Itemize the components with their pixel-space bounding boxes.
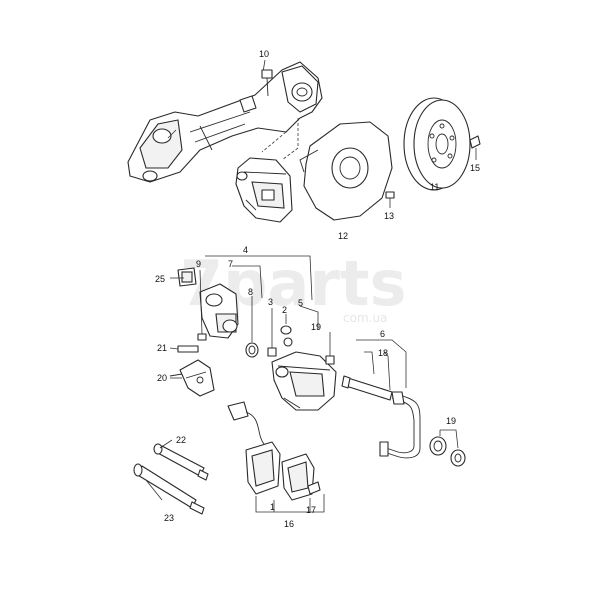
guide-bushing-2	[450, 449, 466, 467]
watermark-domain: com.ua	[343, 311, 387, 325]
brake-splash-shield	[299, 121, 393, 221]
callout-12: 12	[338, 231, 348, 241]
callout-18: 18	[378, 348, 388, 358]
pad-retaining-spring	[307, 481, 321, 495]
callout-13: 13	[384, 211, 394, 221]
callout-9: 9	[196, 259, 201, 269]
callout-4: 4	[243, 245, 248, 255]
callout-17: 17	[306, 505, 316, 515]
bleeder-valve	[267, 347, 277, 357]
callout-10: 10	[259, 49, 269, 59]
callout-7: 7	[228, 259, 233, 269]
callout-23: 23	[164, 513, 174, 523]
callout-19-upper: 19	[311, 322, 321, 332]
guide-pin	[341, 375, 393, 401]
callout-2: 2	[282, 305, 287, 315]
group-bracket-19	[439, 429, 459, 449]
group-bracket-6	[356, 339, 407, 388]
caliper-top	[235, 157, 293, 223]
dust-cap	[280, 325, 292, 335]
group-bracket-4	[205, 255, 313, 301]
brake-pad-left	[245, 441, 281, 495]
brake-disc	[403, 97, 471, 191]
callout-25: 25	[155, 274, 165, 284]
holder-bolt	[177, 345, 199, 353]
callout-11: 11	[430, 182, 439, 192]
shield-bolt	[385, 191, 395, 199]
guide-bushing-1	[429, 436, 447, 456]
cable-bracket	[169, 359, 215, 397]
motor-bolt	[197, 333, 207, 341]
disc-screw	[469, 135, 481, 149]
seal-ring	[245, 342, 259, 358]
parking-brake-motor	[199, 283, 239, 339]
callout-20: 20	[157, 373, 167, 383]
caliper-housing	[271, 351, 337, 411]
callout-22: 22	[176, 435, 186, 445]
assembly-guide-line	[281, 118, 299, 161]
grease-tube-23	[133, 463, 205, 515]
guide-bolt	[325, 355, 335, 365]
callout-1: 1	[270, 502, 275, 512]
assembly-guide-line	[261, 131, 287, 153]
callout-19-lower: 19	[446, 416, 456, 426]
callout-3: 3	[268, 297, 273, 307]
brake-pad-right	[281, 453, 315, 501]
callout-16: 16	[284, 519, 294, 529]
callout-15: 15	[470, 163, 480, 173]
callout-21: 21	[157, 343, 167, 353]
group-bracket-16	[255, 494, 325, 513]
wear-sensor-cap	[177, 267, 197, 287]
callout-5: 5	[298, 298, 303, 308]
callout-8: 8	[248, 287, 253, 297]
trailing-arm-assembly	[127, 59, 323, 183]
callout-6: 6	[380, 329, 385, 339]
grease-tube-22	[153, 443, 209, 481]
brake-line	[379, 391, 421, 459]
